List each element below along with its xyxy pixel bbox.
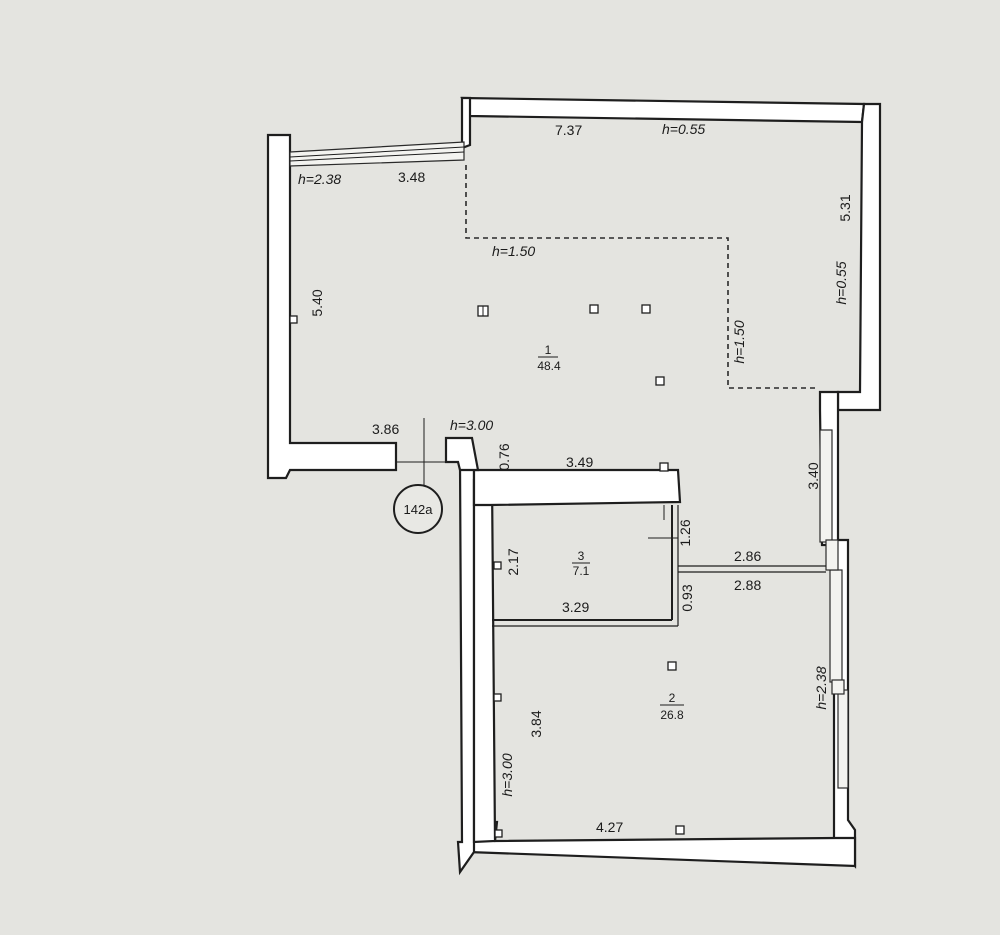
unit-marker: 142a	[393, 484, 443, 534]
dashed-zone-top	[465, 165, 818, 389]
walls	[266, 96, 882, 876]
height-label: h=2.38	[298, 171, 341, 187]
wall-middle	[472, 468, 682, 507]
height-label: h=1.50	[492, 243, 535, 259]
wall-left-inner	[472, 478, 497, 844]
wall-left-upper	[266, 133, 398, 480]
socket-marker	[675, 825, 685, 835]
window-right-2	[829, 569, 843, 683]
dim-label: 7.37	[555, 122, 582, 138]
unit-label: 142a	[404, 502, 434, 517]
dim-label: 3.48	[398, 169, 425, 185]
socket-marker	[641, 304, 651, 314]
dim-label: 4.27	[596, 819, 623, 835]
socket-marker	[289, 315, 298, 324]
room-2-number: 2	[669, 691, 676, 705]
height-label: h=0.55	[662, 121, 705, 137]
room-2-area: 26.8	[660, 708, 684, 722]
socket-marker	[493, 561, 502, 570]
dim-label: 2.88	[734, 577, 761, 593]
markers	[289, 304, 685, 838]
dim-label: 3.84	[528, 710, 544, 737]
height-label: h=3.00	[450, 417, 493, 433]
room-1-area: 48.4	[537, 359, 561, 373]
window-right-3	[837, 689, 849, 789]
height-label: h=0.55	[833, 261, 849, 304]
dim-label: 0.76	[496, 443, 512, 470]
room-1-number: 1	[545, 343, 552, 357]
dim-label: 0.93	[679, 584, 695, 611]
level-lines	[465, 165, 818, 389]
window-right-1	[819, 429, 833, 543]
room-labels: 1 48.4 2 26.8 3 7.1	[537, 343, 684, 722]
window-pier-2	[831, 679, 845, 695]
window-pier	[825, 539, 839, 571]
height-labels: h=0.55 h=2.38 h=1.50 h=0.55 h=1.50 h=3.0…	[298, 121, 849, 797]
socket-marker	[589, 304, 599, 314]
socket-marker	[659, 462, 669, 472]
height-label: h=3.00	[499, 753, 515, 796]
room-3-number: 3	[578, 549, 585, 563]
partitions	[396, 418, 826, 627]
socket-marker	[667, 661, 677, 671]
wall-top-left	[460, 96, 472, 150]
room-3-area: 7.1	[573, 564, 590, 578]
dim-label: 5.40	[309, 289, 325, 316]
height-label: h=2.38	[813, 666, 829, 709]
dim-label: 3.29	[562, 599, 589, 615]
dim-label: 2.86	[734, 548, 761, 564]
dim-label: 3.86	[372, 421, 399, 437]
height-label: h=1.50	[731, 320, 747, 363]
dim-label: 2.17	[505, 548, 521, 575]
dimension-labels: 7.37 3.48 5.31 5.40 3.86 0.76 3.49 3.40 …	[309, 122, 853, 835]
wall-right-upper	[836, 102, 882, 412]
window-top-left	[289, 141, 465, 167]
dim-label: 3.49	[566, 454, 593, 470]
socket-marker	[494, 829, 503, 838]
dim-label: 3.40	[805, 462, 821, 489]
wall-entrance-right	[444, 436, 480, 472]
dim-label: 5.31	[837, 194, 853, 221]
socket-marker	[493, 693, 502, 702]
wall-bottom	[466, 820, 857, 868]
dim-label: 1.26	[677, 519, 693, 546]
windows	[289, 141, 849, 789]
wall-left-lower	[456, 460, 476, 876]
wall-top	[460, 96, 866, 124]
socket-marker	[655, 376, 665, 386]
